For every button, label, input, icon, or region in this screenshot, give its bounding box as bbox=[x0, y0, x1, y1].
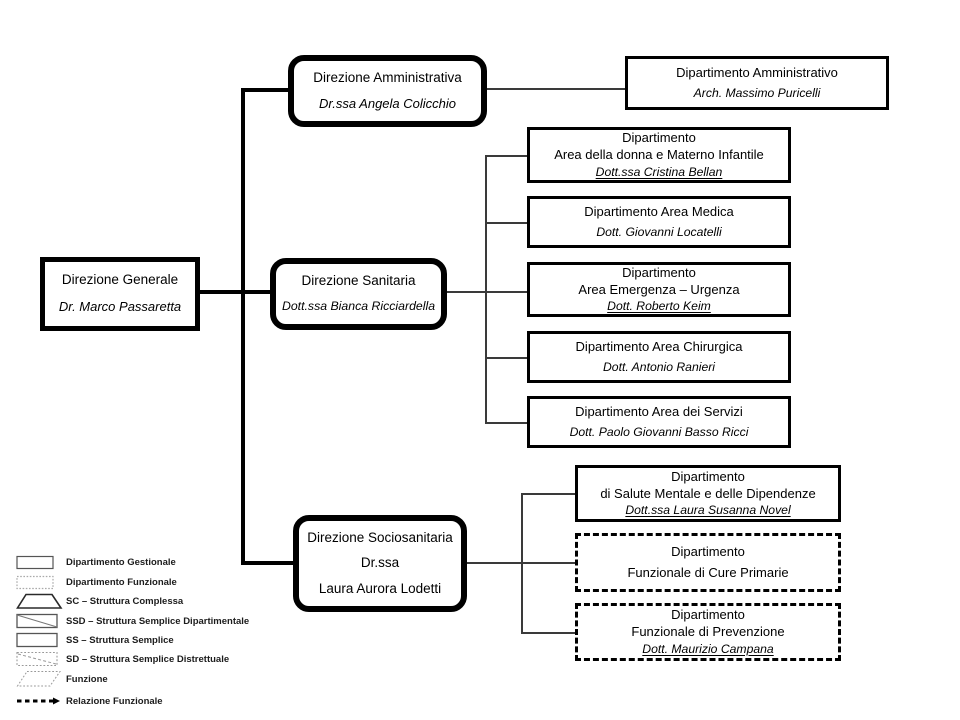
legend-dashed-arrow-icon bbox=[16, 695, 66, 707]
connector-stub-chirurgica bbox=[485, 357, 527, 359]
legend-rect-solid-icon bbox=[16, 632, 66, 648]
connector-stub-servizi bbox=[485, 422, 527, 424]
org-node-direzione-sanitaria: Direzione Sanitaria Dott.ssa Bianca Ricc… bbox=[270, 258, 447, 330]
legend-item-funzione: Funzione bbox=[16, 670, 108, 688]
node-title: Dipartimento bbox=[671, 468, 745, 484]
legend-item-relazione-funzionale: Relazione Funzionale bbox=[16, 692, 163, 710]
org-node-dip-salute-mentale-dipendenze: Dipartimento di Salute Mentale e delle D… bbox=[575, 465, 841, 522]
node-title: Direzione Sociosanitaria bbox=[307, 529, 453, 545]
node-person: Dott.ssa Bianca Ricciardella bbox=[281, 299, 436, 314]
node-person: Dott. Antonio Ranieri bbox=[602, 359, 715, 374]
node-title: Direzione Amministrativa bbox=[313, 69, 462, 85]
legend-rect-diagonal-icon bbox=[16, 613, 66, 629]
node-person: Dr.ssa Angela Colicchio bbox=[318, 95, 457, 111]
legend-item-dipartimento-gestionale: Dipartimento Gestionale bbox=[16, 553, 176, 571]
connector-amministrativa-to-dipartimento bbox=[487, 88, 625, 90]
node-subtitle: di Salute Mentale e delle Dipendenze bbox=[600, 485, 816, 501]
node-title: Dipartimento bbox=[671, 607, 745, 623]
node-title: Direzione Generale bbox=[61, 272, 179, 288]
legend-parallelogram-icon bbox=[16, 670, 66, 688]
legend-label: Funzione bbox=[66, 673, 108, 685]
node-line3: Laura Aurora Lodetti bbox=[318, 580, 442, 596]
connector-stub-medica bbox=[485, 222, 527, 224]
org-node-direzione-sociosanitaria: Direzione Sociosanitaria Dr.ssa Laura Au… bbox=[293, 515, 467, 612]
node-title: Dipartimento bbox=[622, 130, 696, 146]
legend-label: SC – Struttura Complessa bbox=[66, 595, 184, 607]
node-subtitle: Funzionale di Prevenzione bbox=[631, 624, 785, 640]
node-person: Arch. Massimo Puricelli bbox=[693, 86, 821, 101]
org-node-dip-area-donna-materno-infantile: Dipartimento Area della donna e Materno … bbox=[527, 127, 791, 183]
node-person: Dott.ssa Laura Susanna Novel bbox=[625, 503, 791, 518]
legend-label: Dipartimento Gestionale bbox=[66, 556, 176, 568]
legend-label: SSD – Struttura Semplice Dipartimentale bbox=[66, 615, 250, 627]
org-node-direzione-generale: Direzione Generale Dr. Marco Passaretta bbox=[40, 257, 200, 331]
org-node-dip-area-chirurgica: Dipartimento Area Chirurgica Dott. Anton… bbox=[527, 331, 791, 383]
connector-bracket1-vertical bbox=[485, 155, 487, 423]
org-node-dipartimento-amministrativo: Dipartimento Amministrativo Arch. Massim… bbox=[625, 56, 889, 110]
node-title: Dipartimento bbox=[622, 264, 696, 280]
org-node-dip-area-emergenza-urgenza: Dipartimento Area Emergenza – Urgenza Do… bbox=[527, 262, 791, 317]
legend-rect-dotted-icon bbox=[16, 575, 66, 590]
node-subtitle: Area della donna e Materno Infantile bbox=[554, 147, 764, 163]
node-person: Dr. Marco Passaretta bbox=[58, 299, 182, 315]
legend-label: SS – Struttura Semplice bbox=[66, 634, 174, 646]
node-person: Dott. Paolo Giovanni Basso Ricci bbox=[569, 424, 749, 439]
node-person: Dott.ssa Cristina Bellan bbox=[595, 164, 723, 179]
connector-trunk-to-amministrativa bbox=[241, 88, 288, 92]
legend-rect-solid-icon bbox=[16, 555, 66, 570]
node-title: Direzione Sanitaria bbox=[301, 273, 416, 289]
legend-item-sc-struttura-complessa: SC – Struttura Complessa bbox=[16, 592, 183, 610]
node-line2: Dr.ssa bbox=[360, 555, 400, 571]
org-node-dip-area-medica: Dipartimento Area Medica Dott. Giovanni … bbox=[527, 196, 791, 248]
legend-item-ss-struttura-semplice: SS – Struttura Semplice bbox=[16, 631, 174, 649]
legend-item-dipartimento-funzionale: Dipartimento Funzionale bbox=[16, 573, 177, 591]
connector-trunk-to-sociosanitaria bbox=[241, 561, 293, 565]
node-subtitle: Area Emergenza – Urgenza bbox=[578, 281, 740, 297]
org-node-direzione-amministrativa: Direzione Amministrativa Dr.ssa Angela C… bbox=[288, 55, 487, 127]
legend-item-sd-struttura-semplice-distrettuale: SD – Struttura Semplice Distrettuale bbox=[16, 650, 229, 668]
node-title: Dipartimento Area dei Servizi bbox=[575, 403, 743, 419]
legend-rect-dashed-diagonal-icon bbox=[16, 651, 66, 667]
node-person: Dott. Giovanni Locatelli bbox=[596, 224, 722, 239]
legend-label: Dipartimento Funzionale bbox=[66, 576, 177, 588]
node-title: Dipartimento bbox=[671, 543, 745, 559]
legend-item-ssd-struttura-semplice-dipartimentale: SSD – Struttura Semplice Dipartimentale bbox=[16, 612, 249, 630]
connector-stub-prevenzione bbox=[521, 632, 575, 634]
connector-stub-salute-mentale bbox=[521, 493, 575, 495]
org-node-dip-area-dei-servizi: Dipartimento Area dei Servizi Dott. Paol… bbox=[527, 396, 791, 448]
org-node-dip-funzionale-prevenzione: Dipartimento Funzionale di Prevenzione D… bbox=[575, 603, 841, 661]
node-person: Dott. Maurizio Campana bbox=[642, 641, 774, 656]
legend-label: Relazione Funzionale bbox=[66, 695, 163, 707]
connector-generale-to-sanitaria bbox=[200, 290, 270, 294]
legend-trapezoid-icon bbox=[16, 593, 66, 610]
node-title: Dipartimento Amministrativo bbox=[676, 64, 838, 80]
node-title: Dipartimento Area Medica bbox=[584, 203, 734, 219]
connector-stub-donna bbox=[485, 155, 527, 157]
connector-trunk-vertical bbox=[241, 88, 245, 565]
connector-bracket2-vertical bbox=[521, 493, 523, 633]
node-title: Dipartimento Area Chirurgica bbox=[575, 338, 743, 354]
node-subtitle: Funzionale di Cure Primarie bbox=[627, 565, 789, 580]
connector-sanitaria-to-bracket bbox=[447, 291, 527, 293]
org-node-dip-funzionale-cure-primarie: Dipartimento Funzionale di Cure Primarie bbox=[575, 533, 841, 592]
legend-label: SD – Struttura Semplice Distrettuale bbox=[66, 653, 230, 665]
node-person: Dott. Roberto Keim bbox=[607, 299, 711, 314]
